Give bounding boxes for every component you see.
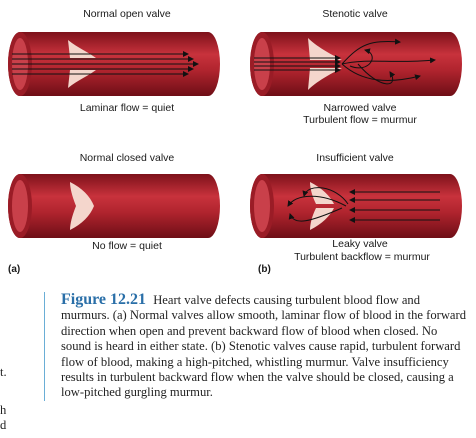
left-edge-fragment-4: d bbox=[0, 418, 7, 432]
title-insufficient-valve: Insufficient valve bbox=[316, 152, 394, 164]
vessel-normal-open bbox=[8, 32, 220, 96]
caption-turbulent-flow: Turbulent flow = murmur bbox=[303, 114, 417, 126]
panel-letter-b: (b) bbox=[258, 264, 271, 275]
title-stenotic-valve: Stenotic valve bbox=[322, 8, 388, 20]
caption-leaky-valve: Leaky valve bbox=[332, 238, 388, 250]
figure-caption-text: Heart valve defects causing turbulent bl… bbox=[61, 293, 467, 400]
figure-label: Figure 12.21 bbox=[61, 291, 147, 308]
panel-letter-a: (a) bbox=[8, 264, 21, 275]
figure-caption: Figure 12.21 Heart valve defects causing… bbox=[44, 292, 470, 401]
caption-laminar-flow: Laminar flow = quiet bbox=[79, 102, 175, 114]
left-edge-fragment-1: t. bbox=[0, 365, 7, 379]
vessel-stenotic bbox=[250, 32, 462, 96]
caption-turbulent-backflow: Turbulent backflow = murmur bbox=[294, 251, 430, 263]
title-normal-closed-valve: Normal closed valve bbox=[79, 152, 175, 164]
title-normal-open-valve: Normal open valve bbox=[83, 8, 171, 20]
caption-no-flow: No flow = quiet bbox=[92, 240, 162, 252]
caption-narrowed-valve: Narrowed valve bbox=[323, 102, 397, 114]
left-edge-fragment-3: h bbox=[0, 403, 7, 417]
vessel-normal-closed bbox=[8, 174, 220, 238]
vessel-insufficient bbox=[250, 174, 462, 238]
